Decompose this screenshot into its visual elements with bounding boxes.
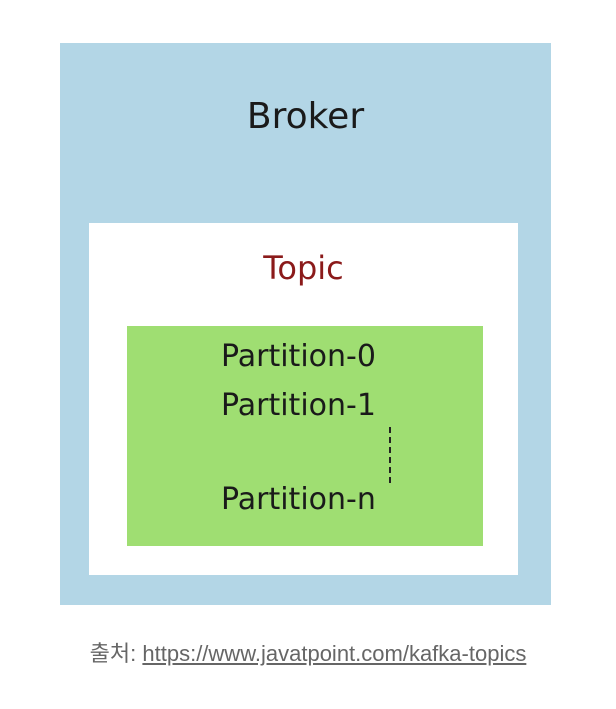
broker-label: Broker [246,96,365,137]
partition-n-label: Partition-n [221,482,376,517]
source-caption: 출처: https://www.javatpoint.com/kafka-top… [0,640,616,668]
partition-ellipsis-line [389,427,391,483]
source-link[interactable]: https://www.javatpoint.com/kafka-topics [142,641,527,666]
broker-box: Broker Topic Partition-0 Partition-1 Par… [60,43,551,605]
topic-label: Topic [263,249,344,287]
topic-box: Topic Partition-0 Partition-1 Partition-… [89,223,518,575]
caption-prefix: 출처: [89,641,143,666]
partitions-box: Partition-0 Partition-1 Partition-n [127,326,483,546]
partition-1-label: Partition-1 [221,388,376,423]
partition-0-label: Partition-0 [221,339,376,374]
